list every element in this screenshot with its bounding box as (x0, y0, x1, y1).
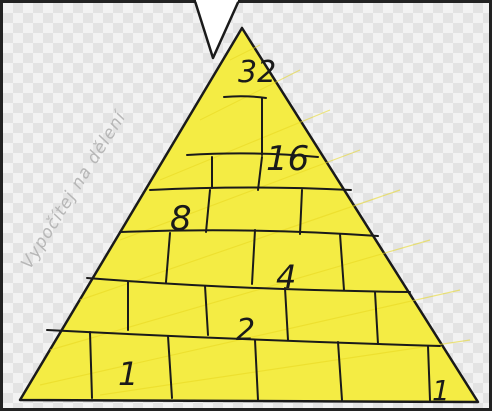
number-row2: 16 (266, 139, 309, 179)
number-row4: 4 (276, 258, 296, 296)
number-row5: 2 (236, 313, 255, 348)
number-row3: 8 (170, 199, 192, 239)
number-bottom-right: 1 (432, 374, 450, 407)
number-bottom-left: 1 (118, 355, 138, 393)
number-top: 32 (238, 55, 276, 90)
